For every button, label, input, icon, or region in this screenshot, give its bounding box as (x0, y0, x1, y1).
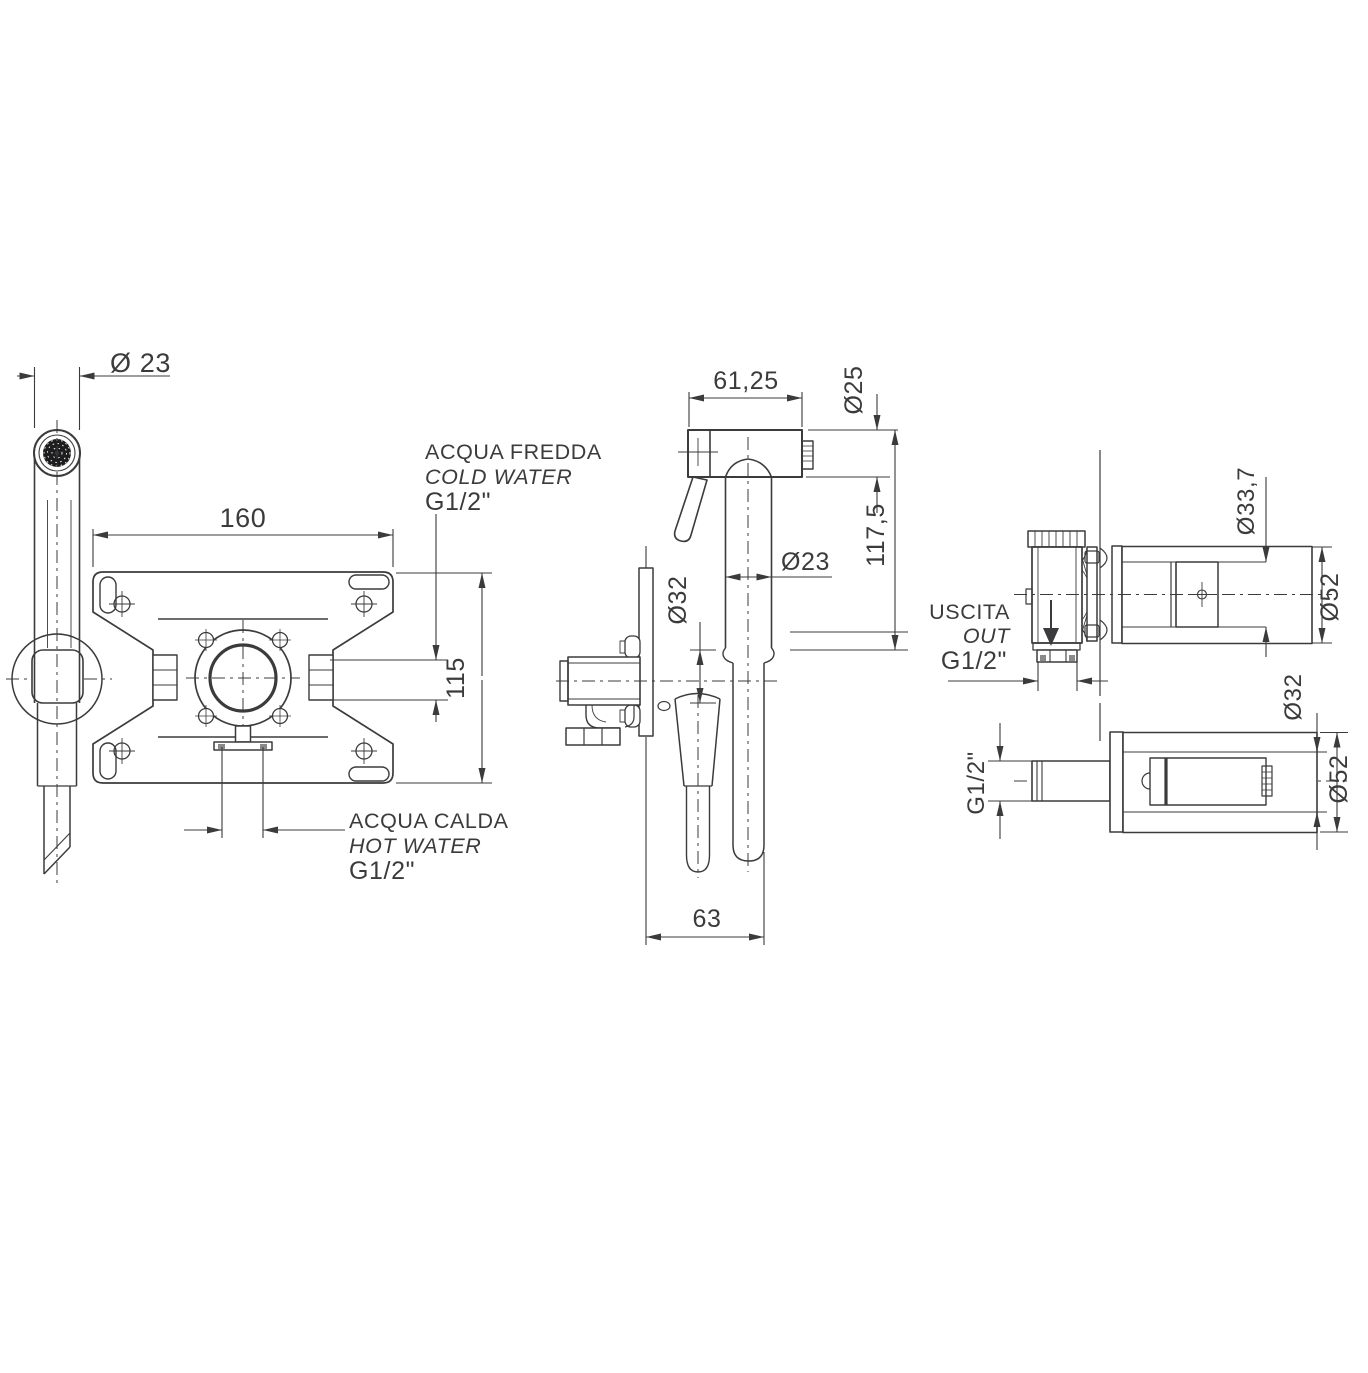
slot-top-left (99, 576, 117, 614)
in-wall-valve (556, 546, 780, 746)
cold-water-line1: ACQUA FREDDA (425, 440, 602, 464)
holder-clamp (31, 649, 84, 704)
slot-top-right (348, 574, 390, 590)
shower-lever (673, 476, 708, 543)
outlet-label-line2: OUT (963, 624, 1011, 648)
front-view: Ø 23 160 115 ACQUA FREDDA COLD WATER G1/… (6, 348, 602, 885)
hot-water-thread: G1/2" (349, 857, 415, 885)
slot-bottom-right (348, 766, 390, 782)
outlet-valve-body (1025, 530, 1108, 663)
dim-depth: 63 (692, 905, 721, 933)
side-port-right (308, 654, 334, 701)
slot-bottom-left (99, 742, 117, 780)
shower-head-side (687, 429, 803, 478)
valve-bottom-stem (234, 725, 252, 743)
dim-wand-diameter: Ø23 (781, 548, 830, 576)
holder-dimensions (988, 713, 1348, 850)
dim-holder-inner-diameter: Ø32 (1280, 673, 1307, 720)
side-port-left (152, 654, 178, 701)
outlet-thread (1036, 649, 1078, 663)
plate-screws (109, 591, 377, 764)
holder-thread-label: G1/2" (963, 751, 990, 815)
side-view: 61,25 Ø25 117,5 Ø23 Ø32 63 (556, 365, 908, 945)
shower-holder-side (674, 692, 721, 878)
outlet-label-line1: USCITA (929, 600, 1010, 624)
outlet-view: USCITA OUT G1/2" Ø33,7 Ø52 (929, 450, 1344, 741)
side-dimensions (645, 392, 908, 945)
hot-water-label: ACQUA CALDA HOT WATER G1/2" (349, 809, 509, 885)
mixer-valve-body (186, 620, 300, 751)
dim-height: 117,5 (862, 503, 890, 567)
hot-connection-hex (565, 727, 621, 746)
cold-water-line2: COLD WATER (425, 465, 572, 489)
hose-connector (801, 440, 814, 470)
hand-shower-side (673, 429, 814, 872)
outlet-trim-sleeve (1014, 545, 1332, 645)
hot-water-line1: ACQUA CALDA (349, 809, 509, 833)
cold-water-thread: G1/2" (425, 488, 491, 516)
dim-head-diameter: Ø 23 (110, 348, 171, 378)
dim-head-width: 61,25 (713, 367, 779, 395)
outlet-thread-label: G1/2" (941, 647, 1007, 675)
dim-head-dia-side: Ø25 (840, 365, 868, 414)
wall-plate-side (638, 567, 654, 737)
holder-wall-stub (1031, 731, 1124, 833)
dim-plate-height: 115 (442, 657, 470, 699)
front-dimensions (17, 367, 492, 838)
hot-water-line2: HOT WATER (349, 834, 481, 858)
dim-holder-diameter: Ø32 (664, 575, 692, 624)
hand-shower-front (6, 420, 112, 884)
holder-view: G1/2" Ø32 Ø52 (963, 673, 1353, 850)
dim-plate-width: 160 (220, 503, 267, 533)
holder-sleeve (1122, 731, 1318, 834)
outlet-dimensions (948, 477, 1332, 691)
dim-holder-sleeve-diameter: Ø52 (1325, 754, 1353, 803)
valve-bottom-flange (213, 741, 273, 751)
cold-water-label: ACQUA FREDDA COLD WATER G1/2" (425, 440, 602, 516)
dim-outlet-sleeve-diameter: Ø52 (1316, 572, 1344, 621)
dim-trim-diameter: Ø33,7 (1233, 467, 1260, 535)
